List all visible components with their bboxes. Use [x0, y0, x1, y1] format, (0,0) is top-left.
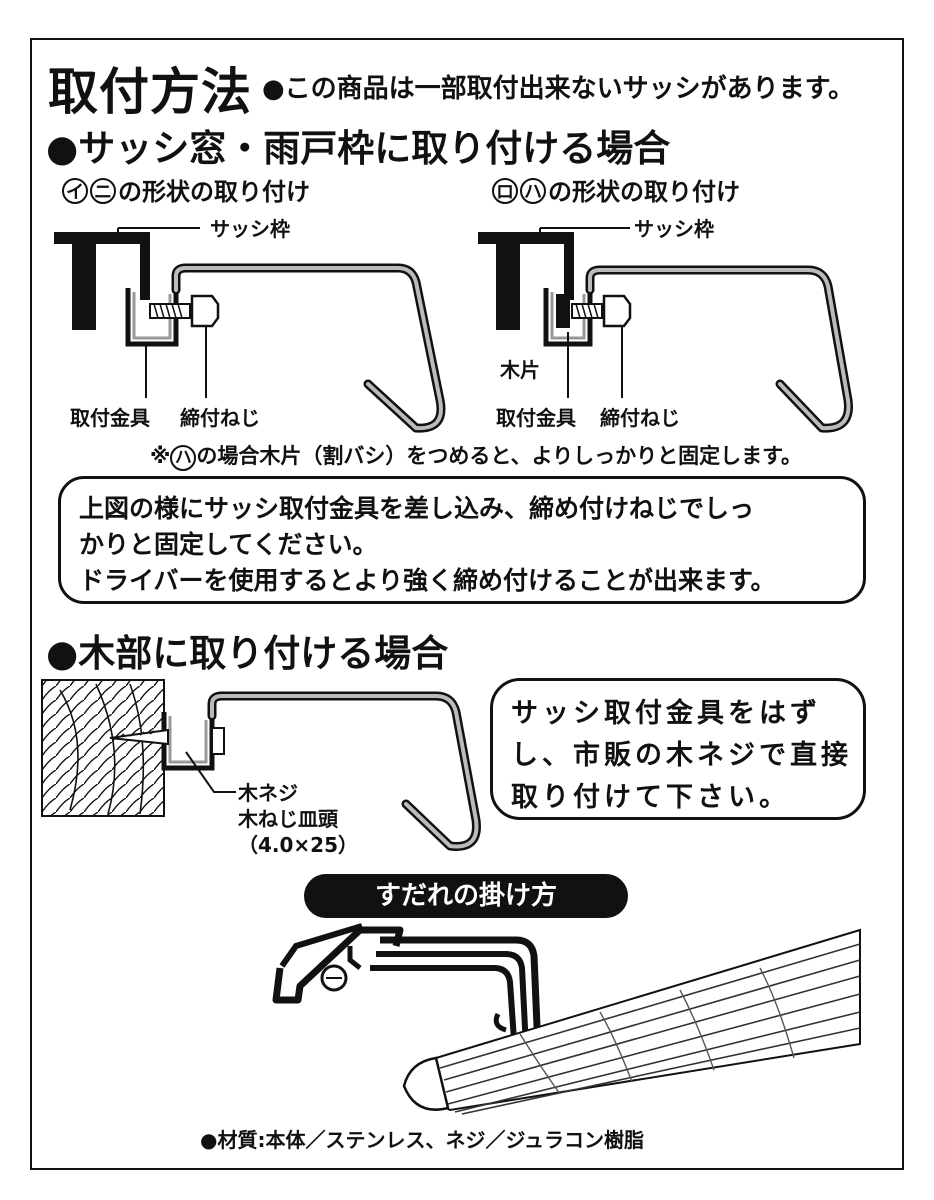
- right-wood-label: 木片: [500, 358, 540, 382]
- footnote-text: の場合木片（割バシ）をつめると、よりしっかりと固定します。: [196, 444, 803, 468]
- right-bracket-label: 取付金具: [496, 406, 576, 430]
- sash-instruction-line: ドライバーを使用するとより強く締め付けることが出来ます。: [79, 566, 776, 595]
- sash-instruction-box: 上図の様にサッシ取付金具を差し込み、締め付けねじでしっ かりと固定してください。…: [58, 476, 866, 604]
- wood-instruction-line: サッシ取付金具をはず: [511, 698, 821, 729]
- right-frame-label: サッシ枠: [634, 217, 714, 241]
- left-frame-label: サッシ枠: [210, 217, 290, 241]
- left-screw-label: 締付ねじ: [180, 406, 260, 430]
- circle-label-ni: ニ: [90, 178, 116, 204]
- hanging-title-badge: すだれの掛け方: [304, 874, 628, 918]
- circle-label-ro: ロ: [492, 178, 518, 204]
- right-screw-label: 締付ねじ: [600, 406, 680, 430]
- footnote-circle-label: ハ: [170, 445, 197, 471]
- right-sash-diagram: [478, 227, 853, 433]
- wood-mount-diagram: [41, 679, 481, 851]
- circle-label-i: イ: [62, 178, 88, 204]
- left-sash-diagram: [54, 227, 446, 433]
- wood-instruction-line: 取り付けて下さい。: [511, 782, 790, 813]
- section1-heading: ●サッシ窓・雨戸枠に取り付ける場合: [46, 127, 671, 170]
- circle-label-ha: ハ: [520, 178, 546, 204]
- page-title: 取付方法: [48, 63, 252, 121]
- footnote-mark: ※: [150, 444, 171, 468]
- wood-instruction-box: サッシ取付金具をはず し、市販の木ネジで直接 取り付けて下さい。: [490, 678, 866, 820]
- wood-instruction-line: し、市販の木ネジで直接: [511, 740, 852, 771]
- wood-screw-labels: 木ネジ 木ねじ皿頭 （4.0×25）: [238, 780, 358, 858]
- footnote: ※ハの場合木片（割バシ）をつめると、よりしっかりと固定します。: [150, 440, 802, 471]
- right-caption-text: の形状の取り付け: [548, 178, 740, 206]
- wood-screw-spec: 木ねじ皿頭: [238, 807, 338, 831]
- compatibility-note: ●この商品は一部取付出来ないサッシがあります。: [262, 74, 855, 104]
- left-bracket-label: 取付金具: [70, 406, 150, 430]
- right-caption: ロハの形状の取り付け: [492, 172, 740, 207]
- left-caption: イニの形状の取り付け: [62, 172, 310, 207]
- sash-instruction-line: かりと固定してください。: [79, 530, 378, 559]
- hanging-illustration: [272, 923, 861, 1115]
- sash-instruction-line: 上図の様にサッシ取付金具を差し込み、締め付けねじでしっ: [79, 494, 755, 523]
- section2-heading: ●木部に取り付ける場合: [46, 632, 449, 675]
- wood-screw-label: 木ネジ: [238, 781, 298, 805]
- page-frame: [30, 38, 904, 1170]
- left-caption-text: の形状の取り付け: [118, 178, 310, 206]
- material-note: ●材質:本体／ステンレス、ネジ／ジュラコン樹脂: [200, 1128, 645, 1152]
- wood-screw-size: （4.0×25）: [238, 833, 359, 857]
